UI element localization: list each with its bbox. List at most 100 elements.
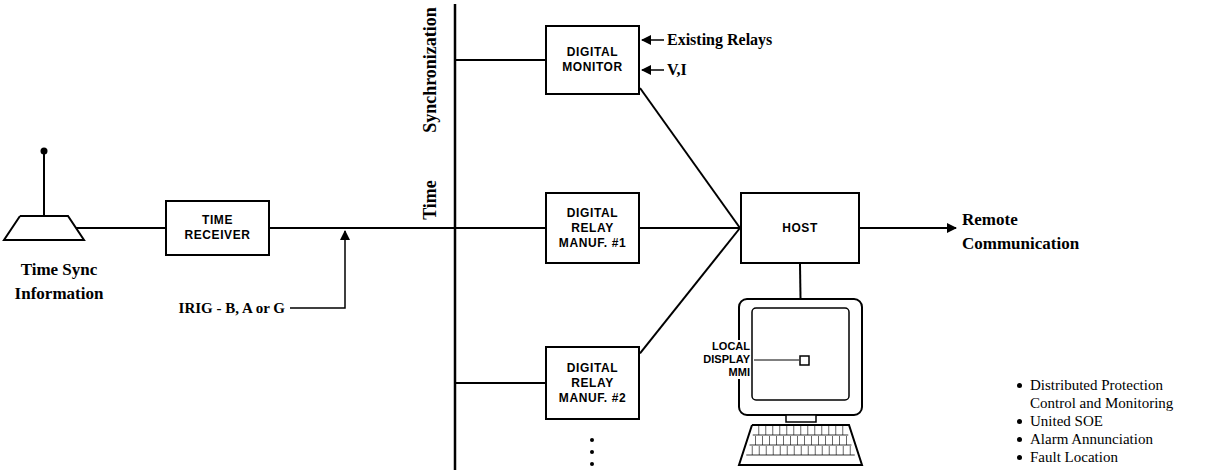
key-mark — [790, 436, 791, 445]
screen-window — [800, 356, 809, 365]
key-mark — [752, 446, 753, 455]
key-mark — [842, 426, 843, 435]
key-mark — [850, 446, 851, 455]
irig-leader — [290, 231, 345, 308]
input-name: Existing Relays — [667, 30, 772, 50]
computer-symbol — [738, 298, 863, 468]
key-mark — [772, 426, 773, 435]
key-row — [750, 445, 852, 446]
key-mark — [766, 446, 767, 455]
key-mark — [821, 426, 822, 435]
box-label: DIGITAL RELAY MANUF. #2 — [551, 361, 634, 406]
key-mark — [783, 436, 784, 445]
feature-item: Distributed Protection Control and Monit… — [1030, 376, 1200, 412]
bullet-dot — [1017, 437, 1022, 442]
bullet-dot — [1017, 455, 1022, 460]
connector — [640, 88, 740, 228]
antenna-tip — [41, 148, 48, 155]
antenna-node: Time Sync Information — [4, 146, 84, 242]
key-mark — [829, 446, 830, 455]
key-mark — [776, 436, 777, 445]
key-mark — [843, 446, 844, 455]
key-mark — [828, 426, 829, 435]
box-label: TIME RECEIVER — [171, 213, 264, 243]
key-mark — [773, 446, 774, 455]
computer-terminal: LOCAL DISPLAY MMI — [738, 298, 863, 468]
key-mark — [808, 446, 809, 455]
continuation-dot — [590, 462, 594, 466]
feature-item: United SOE — [1030, 412, 1200, 430]
device-label: LOCAL DISPLAY MMI — [690, 340, 750, 379]
key-mark — [801, 446, 802, 455]
connector — [76, 227, 165, 229]
box-label: DIGITAL MONITOR — [551, 45, 634, 75]
monitor-box: DIGITAL MONITOR — [545, 25, 640, 95]
monitor-case — [739, 299, 862, 415]
key-mark — [797, 436, 798, 445]
bus-tap — [455, 59, 545, 61]
key-mark — [818, 436, 819, 445]
time-sync-bus — [454, 4, 457, 470]
output-name: Remote Communication — [962, 208, 1097, 256]
input-name: V,I — [667, 60, 687, 80]
bus-label: Synchronization — [420, 5, 440, 135]
input-arrow — [642, 39, 664, 41]
feature-item: Alarm Annunciation — [1030, 430, 1200, 448]
key-mark — [758, 426, 759, 435]
key-mark — [793, 426, 794, 435]
antenna-symbol — [4, 146, 84, 242]
key-mark — [835, 426, 836, 435]
box-label: DIGITAL RELAY MANUF. #1 — [551, 206, 634, 251]
relay-box: DIGITAL RELAY MANUF. #2 — [545, 346, 640, 420]
key-mark — [839, 436, 840, 445]
sync-line — [270, 227, 545, 229]
key-mark — [804, 436, 805, 445]
receiver-box: TIME RECEIVER — [165, 200, 270, 256]
key-mark — [769, 436, 770, 445]
key-mark — [759, 446, 760, 455]
key-row — [746, 455, 855, 456]
bus-label: Time — [420, 178, 440, 222]
key-mark — [794, 446, 795, 455]
bullet-dot — [1017, 383, 1022, 388]
key-mark — [800, 426, 801, 435]
device-label: Time Sync Information — [4, 258, 114, 306]
key-mark — [762, 436, 763, 445]
continuation-dot — [590, 438, 594, 442]
continuation-dot — [590, 450, 594, 454]
key-mark — [836, 446, 837, 455]
key-mark — [780, 446, 781, 455]
box-label: HOST — [782, 221, 818, 236]
monitor-stand — [786, 415, 816, 422]
key-mark — [825, 436, 826, 445]
key-mark — [815, 446, 816, 455]
key-mark — [822, 446, 823, 455]
signal-name: IRIG - B, A or G — [110, 298, 285, 318]
bus-tap — [455, 382, 545, 384]
key-mark — [755, 436, 756, 445]
key-mark — [779, 426, 780, 435]
connector — [799, 264, 802, 298]
connector — [640, 228, 740, 353]
relay-box: DIGITAL RELAY MANUF. #1 — [545, 192, 640, 264]
keyboard — [739, 425, 862, 465]
key-mark — [811, 436, 812, 445]
antenna-mast — [43, 151, 45, 216]
key-mark — [807, 426, 808, 435]
key-mark — [832, 436, 833, 445]
output-arrow — [860, 227, 956, 229]
leader-line — [754, 360, 799, 361]
monitor-screen — [752, 308, 849, 400]
feature-item: Fault Location — [1030, 448, 1200, 466]
key-mark — [787, 446, 788, 455]
key-mark — [846, 436, 847, 445]
antenna-dish — [4, 216, 84, 240]
connector — [640, 227, 740, 229]
key-mark — [786, 426, 787, 435]
host-box: HOST — [740, 192, 860, 264]
key-mark — [814, 426, 815, 435]
input-arrow — [642, 69, 664, 71]
bullet-dot — [1017, 419, 1022, 424]
